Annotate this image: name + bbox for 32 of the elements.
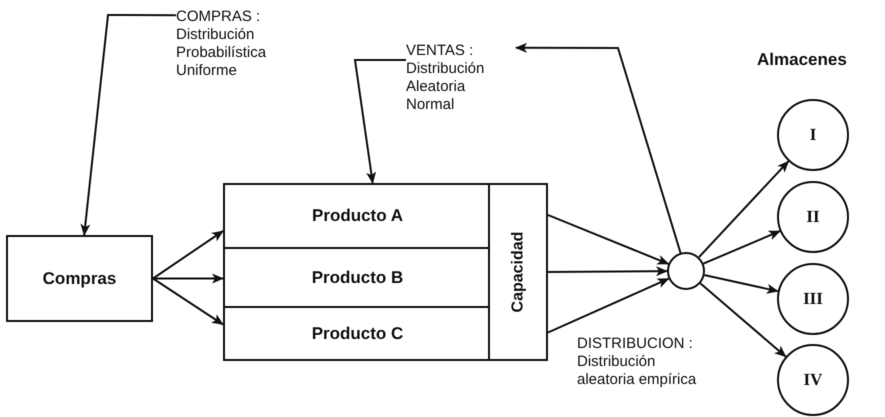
distribution-circle [667, 252, 705, 290]
node-label: III [803, 289, 823, 309]
arrow [152, 230, 224, 280]
arrow [548, 278, 670, 334]
node-label: Producto C [312, 324, 404, 344]
arrow [700, 282, 786, 358]
node-label: Compras [42, 268, 116, 288]
note-text: Distribución Probabilística Uniforme [176, 26, 268, 80]
note-heading: DISTRIBUCION : [577, 335, 694, 353]
leader-arrow [80, 14, 176, 236]
arrow [548, 266, 668, 276]
arrow [698, 160, 790, 258]
note-text: Distribución aleatoria empírica [577, 353, 698, 389]
arrow [548, 214, 670, 265]
leader-arrow [515, 42, 682, 254]
node-label: IV [804, 370, 822, 390]
node-label: Producto B [312, 268, 404, 288]
group-heading: Almacenes [757, 50, 847, 70]
node-label: Capacidad [509, 232, 527, 312]
note-text: Distribución Aleatoria Normal [406, 60, 486, 114]
leader-arrow [354, 59, 406, 184]
node-label: II [806, 207, 820, 227]
arrow [152, 278, 224, 326]
node-label: Producto A [312, 206, 403, 226]
node-label: I [810, 125, 816, 145]
note-heading: COMPRAS : [176, 8, 262, 26]
process-box [6, 235, 153, 322]
arrow [153, 274, 224, 284]
arrow [703, 230, 781, 265]
note-heading: VENTAS : [406, 42, 474, 60]
arrow [704, 274, 779, 294]
product-table-box [223, 183, 548, 361]
